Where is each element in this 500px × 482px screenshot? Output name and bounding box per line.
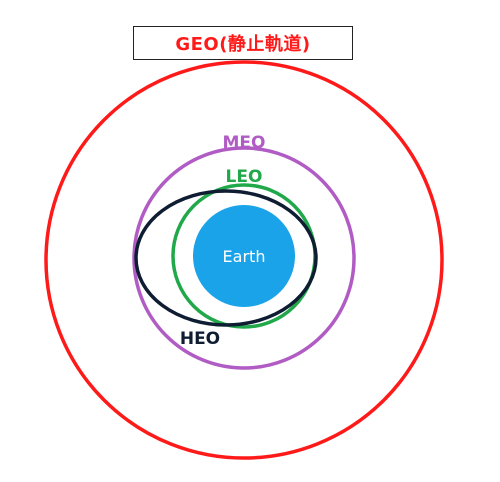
meo-label: MEO bbox=[223, 133, 266, 153]
heo-label: HEO bbox=[180, 329, 220, 349]
leo-label: LEO bbox=[226, 167, 263, 187]
geo-orbit bbox=[44, 60, 444, 460]
diagram-title: GEO(静止軌道) bbox=[175, 34, 311, 55]
meo-orbit bbox=[132, 146, 356, 370]
earth bbox=[193, 205, 295, 307]
earth-label: Earth bbox=[223, 247, 266, 266]
heo-orbit bbox=[134, 189, 318, 327]
title-box: GEO(静止軌道) bbox=[133, 26, 353, 60]
